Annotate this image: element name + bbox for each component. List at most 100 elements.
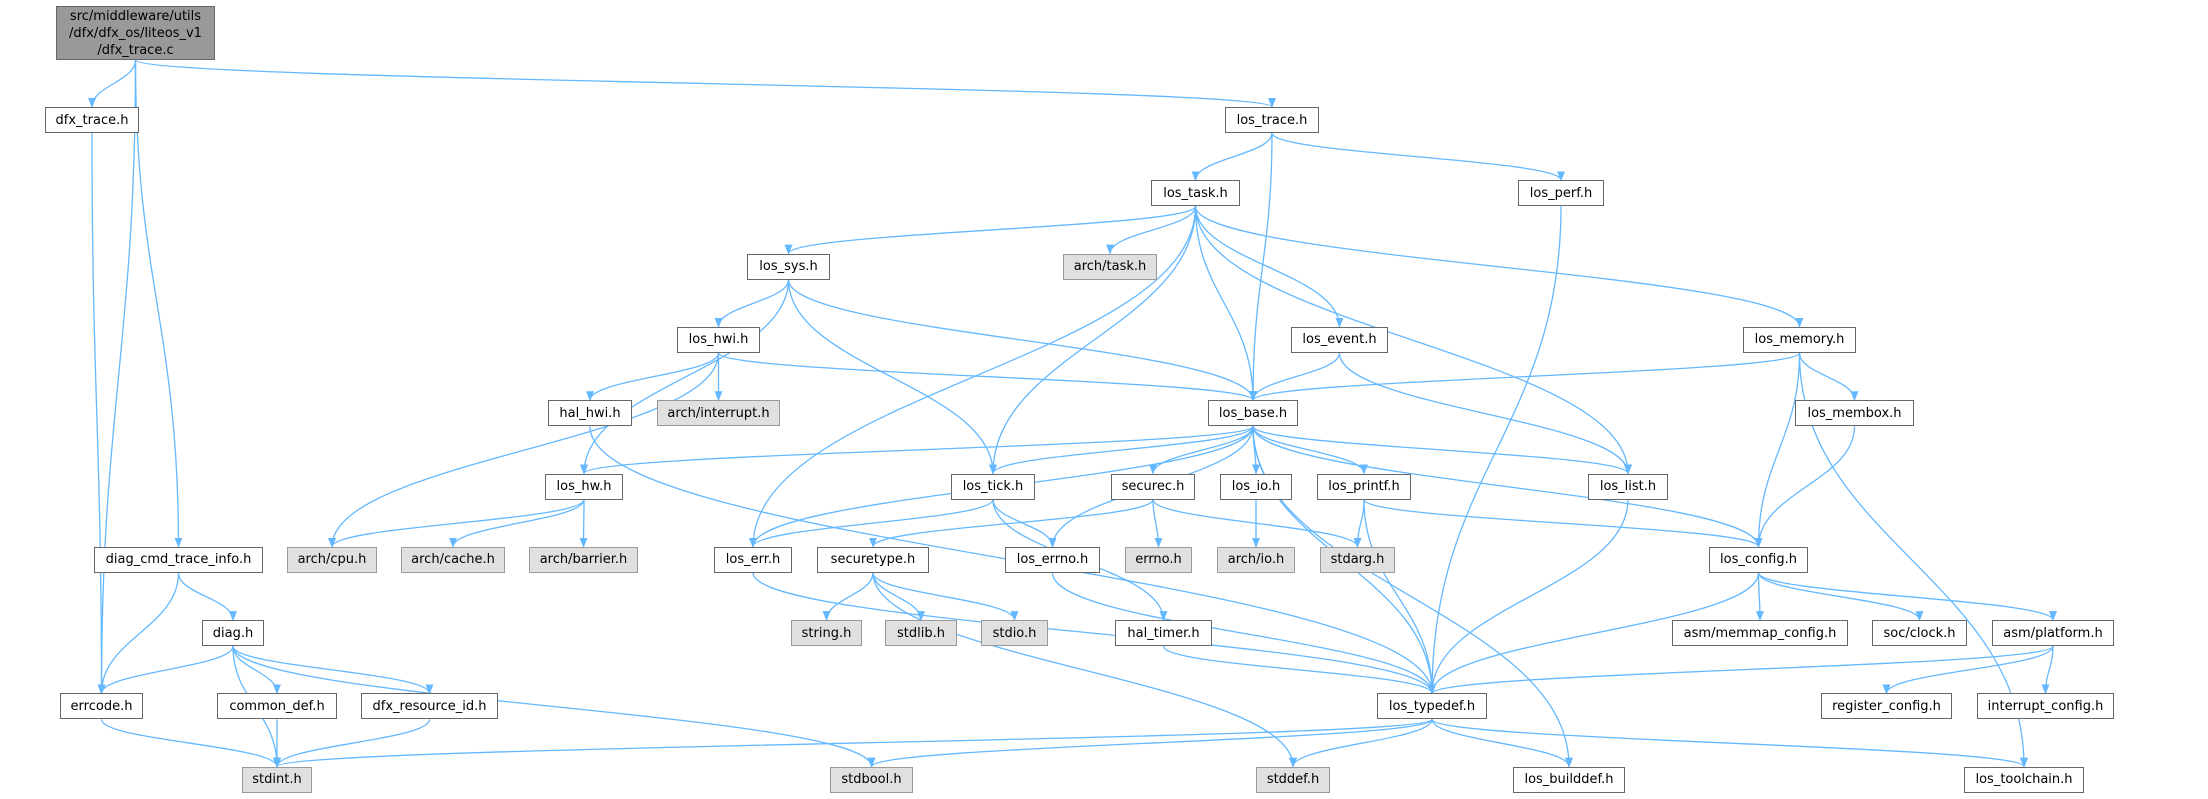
node-interrupt-config[interactable]: interrupt_config.h: [1977, 693, 2114, 720]
node-los-base[interactable]: los_base.h: [1208, 400, 1298, 427]
node-los-err[interactable]: los_err.h: [714, 546, 792, 573]
node-hal-hwi[interactable]: hal_hwi.h: [548, 400, 632, 427]
node-los-sys[interactable]: los_sys.h: [747, 253, 830, 280]
node-platform[interactable]: asm/platform.h: [1992, 620, 2114, 647]
node-src[interactable]: src/middleware/utils /dfx/dfx_os/liteos_…: [56, 6, 215, 60]
edge-dfx_trace-to-errcode: [91, 132, 106, 695]
node-stddef[interactable]: stddef.h: [1256, 766, 1330, 793]
node-register-config[interactable]: register_config.h: [1821, 693, 1952, 720]
edge-los_config-to-los_typedef: [1428, 572, 1760, 695]
edge-los_tick-to-los_errno: [992, 499, 1057, 548]
edge-los_hwi-to-arch_cpu: [328, 352, 720, 548]
node-dfx-res[interactable]: dfx_resource_id.h: [361, 693, 498, 720]
node-los-event[interactable]: los_event.h: [1291, 326, 1388, 353]
node-arch-task[interactable]: arch/task.h: [1063, 253, 1157, 280]
edge-los_base-to-securec: [1149, 426, 1254, 475]
node-los-perf[interactable]: los_perf.h: [1518, 180, 1604, 207]
edge-securetype-to-stdlib: [872, 572, 925, 622]
edge-securec-to-securetype: [869, 499, 1154, 548]
edge-los_event-to-los_list: [1338, 352, 1632, 475]
edge-los_sys-to-los_base: [787, 279, 1257, 402]
edge-src-to-errcode: [97, 59, 137, 695]
node-stdlib[interactable]: stdlib.h: [885, 620, 957, 647]
node-arch-io[interactable]: arch/io.h: [1217, 546, 1295, 573]
node-los-builddef[interactable]: los_builddef.h: [1513, 766, 1625, 793]
edge-los_perf-to-los_typedef: [1428, 206, 1562, 695]
edge-los_task-to-los_list: [1194, 206, 1632, 475]
edge-diag-to-errcode: [97, 645, 234, 695]
edge-los_base-to-los_hw: [580, 425, 1254, 475]
edge-securetype-to-stddef: [872, 572, 1297, 768]
node-errno[interactable]: errno.h: [1125, 546, 1192, 573]
edge-los_trace-to-los_perf: [1271, 132, 1565, 182]
edge-los_membox-to-los_config: [1754, 426, 1856, 548]
node-common-def[interactable]: common_def.h: [217, 693, 337, 720]
node-los-list[interactable]: los_list.h: [1588, 473, 1668, 500]
node-los-hwi[interactable]: los_hwi.h: [677, 326, 760, 353]
edge-los_hw-to-arch_cpu: [328, 499, 585, 548]
node-memmap[interactable]: asm/memmap_config.h: [1672, 620, 1848, 647]
node-los-task[interactable]: los_task.h: [1151, 180, 1240, 207]
edge-los_config-to-platform: [1757, 572, 2057, 622]
edge-src-to-los_trace: [134, 59, 1276, 108]
node-securec[interactable]: securec.h: [1111, 473, 1195, 500]
node-los-config[interactable]: los_config.h: [1709, 546, 1808, 573]
edge-errcode-to-stdint: [100, 719, 281, 768]
node-stdbool[interactable]: stdbool.h: [830, 766, 913, 793]
edge-los_base-to-los_config: [1252, 426, 1763, 548]
edge-los_hw-to-arch_barrier: [579, 499, 588, 548]
node-los-tick[interactable]: los_tick.h: [951, 473, 1035, 500]
edge-securetype-to-stdio: [872, 572, 1019, 622]
edge-securec-to-errno: [1152, 499, 1163, 548]
edge-diag_cmd-to-errcode: [97, 572, 180, 695]
edge-los_config-to-soc_clock: [1757, 572, 1924, 622]
edge-los_memory-to-los_membox: [1798, 352, 1859, 402]
node-soc-clock[interactable]: soc/clock.h: [1872, 620, 1967, 647]
node-los-hw[interactable]: los_hw.h: [545, 473, 623, 500]
edge-los_trace-to-los_task: [1191, 132, 1273, 182]
node-los-printf[interactable]: los_printf.h: [1317, 473, 1411, 500]
node-diag[interactable]: diag.h: [202, 620, 264, 647]
node-los-toolchain[interactable]: los_toolchain.h: [1964, 766, 2084, 793]
edge-hal_timer-to-los_typedef: [1162, 645, 1436, 695]
edge-dfx_res-to-stdint: [273, 719, 431, 768]
node-string[interactable]: string.h: [791, 620, 862, 647]
node-arch-cpu[interactable]: arch/cpu.h: [287, 546, 377, 573]
node-arch-interrupt[interactable]: arch/interrupt.h: [657, 400, 780, 427]
node-los-errno[interactable]: los_errno.h: [1005, 546, 1100, 573]
node-securetype[interactable]: securetype.h: [817, 546, 929, 573]
node-los-io[interactable]: los_io.h: [1220, 473, 1292, 500]
node-diag-cmd[interactable]: diag_cmd_trace_info.h: [94, 546, 263, 573]
edge-src-to-diag_cmd: [134, 59, 183, 548]
node-los-memory[interactable]: los_memory.h: [1743, 326, 1856, 353]
edge-securec-to-stdarg: [1152, 499, 1362, 548]
edge-los_task-to-arch_task: [1106, 206, 1197, 255]
edge-diag_cmd-to-diag: [177, 572, 237, 622]
node-errcode[interactable]: errcode.h: [60, 693, 143, 720]
edge-los_sys-to-los_hw: [580, 279, 790, 475]
node-los-typedef[interactable]: los_typedef.h: [1377, 693, 1487, 720]
edge-los_sys-to-los_hwi: [714, 279, 790, 328]
edge-los_typedef-to-stdint: [273, 718, 1433, 768]
edge-los_base-to-los_printf: [1252, 426, 1368, 475]
node-los-trace[interactable]: los_trace.h: [1225, 107, 1319, 133]
edge-los_printf-to-los_typedef: [1363, 499, 1436, 695]
edge-los_config-to-memmap: [1755, 572, 1764, 622]
edge-los_memory-to-los_base: [1249, 352, 1801, 402]
node-stdint[interactable]: stdint.h: [242, 766, 312, 793]
edge-los_err-to-los_typedef: [752, 572, 1436, 695]
edge-los_task-to-los_sys: [784, 205, 1197, 255]
node-dfx-trace[interactable]: dfx_trace.h: [45, 107, 139, 133]
edge-los_task-to-los_tick: [989, 206, 1197, 475]
edge-platform-to-register_config: [1882, 645, 2054, 695]
node-hal-timer[interactable]: hal_timer.h: [1115, 620, 1212, 647]
edge-los_hw-to-arch_cache: [449, 499, 585, 548]
edge-los_memory-to-los_config: [1754, 352, 1801, 548]
node-arch-cache[interactable]: arch/cache.h: [401, 546, 505, 573]
node-los-membox[interactable]: los_membox.h: [1795, 400, 1914, 427]
edge-los_typedef-to-los_toolchain: [1431, 718, 2028, 768]
node-stdio[interactable]: stdio.h: [981, 620, 1048, 647]
edge-platform-to-interrupt_config: [2041, 646, 2054, 695]
node-stdarg[interactable]: stdarg.h: [1320, 546, 1395, 573]
node-arch-barrier[interactable]: arch/barrier.h: [529, 546, 638, 573]
